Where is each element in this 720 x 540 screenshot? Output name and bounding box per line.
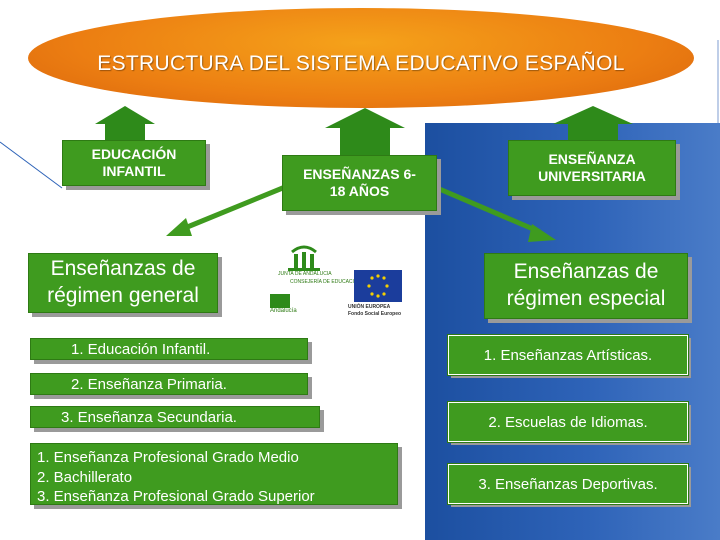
- list-item-fp-medio: 1. Enseñanza Profesional Grado Medio: [37, 449, 299, 466]
- title-banner: ESTRUCTURA DEL SISTEMA EDUCATIVO ESPAÑOL: [28, 8, 694, 108]
- list-item-ensenanzas-artisticas: 1. Enseñanzas Artísticas.: [447, 334, 689, 376]
- up-arrow-ensenanzas: [325, 108, 405, 160]
- eu-logo: UNIÓN EUROPEA Fondo Social Europeo: [346, 270, 404, 318]
- list-item-ensenanzas-deportivas: 3. Enseñanzas Deportivas.: [447, 463, 689, 505]
- arrow-right-head: [528, 224, 556, 242]
- eu-flag-icon: [354, 270, 402, 302]
- box-educacion-infantil: EDUCACIÓN INFANTIL: [62, 140, 206, 186]
- box-ensenanza-universitaria: ENSEÑANZA UNIVERSITARIA: [508, 140, 676, 196]
- list-item-ensenanza-primaria: 2. Enseñanza Primaria.: [30, 373, 308, 395]
- up-arrow-infantil: [95, 106, 155, 140]
- heading-regimen-especial: Enseñanzas de régimen especial: [484, 253, 688, 319]
- page-title: ESTRUCTURA DEL SISTEMA EDUCATIVO ESPAÑOL: [97, 52, 625, 75]
- junta-andalucia-logo: JUNTA DE ANDALUCIA CONSEJERÍA DE EDUCACI…: [264, 240, 361, 318]
- arrow-left-head: [166, 218, 192, 236]
- heading-regimen-general: Enseñanzas de régimen general: [28, 253, 218, 313]
- list-item-escuelas-idiomas: 2. Escuelas de Idiomas.: [447, 401, 689, 443]
- list-item-educacion-infantil: 1. Educación Infantil.: [30, 338, 308, 360]
- list-item-ensenanza-secundaria: 3. Enseñanza Secundaria.: [30, 406, 320, 428]
- list-item-fp-superior: 3. Enseñanza Profesional Grado Superior: [37, 488, 315, 505]
- list-item-bachillerato: 2. Bachillerato: [37, 468, 133, 486]
- junta-emblem: [270, 245, 320, 308]
- list-fp-bachillerato: 1. Enseñanza Profesional Grado Medio 2. …: [30, 443, 398, 505]
- box-ensenanzas-6-18: ENSEÑANZAS 6-18 AÑOS: [282, 155, 437, 211]
- up-arrow-universitaria: [553, 106, 633, 140]
